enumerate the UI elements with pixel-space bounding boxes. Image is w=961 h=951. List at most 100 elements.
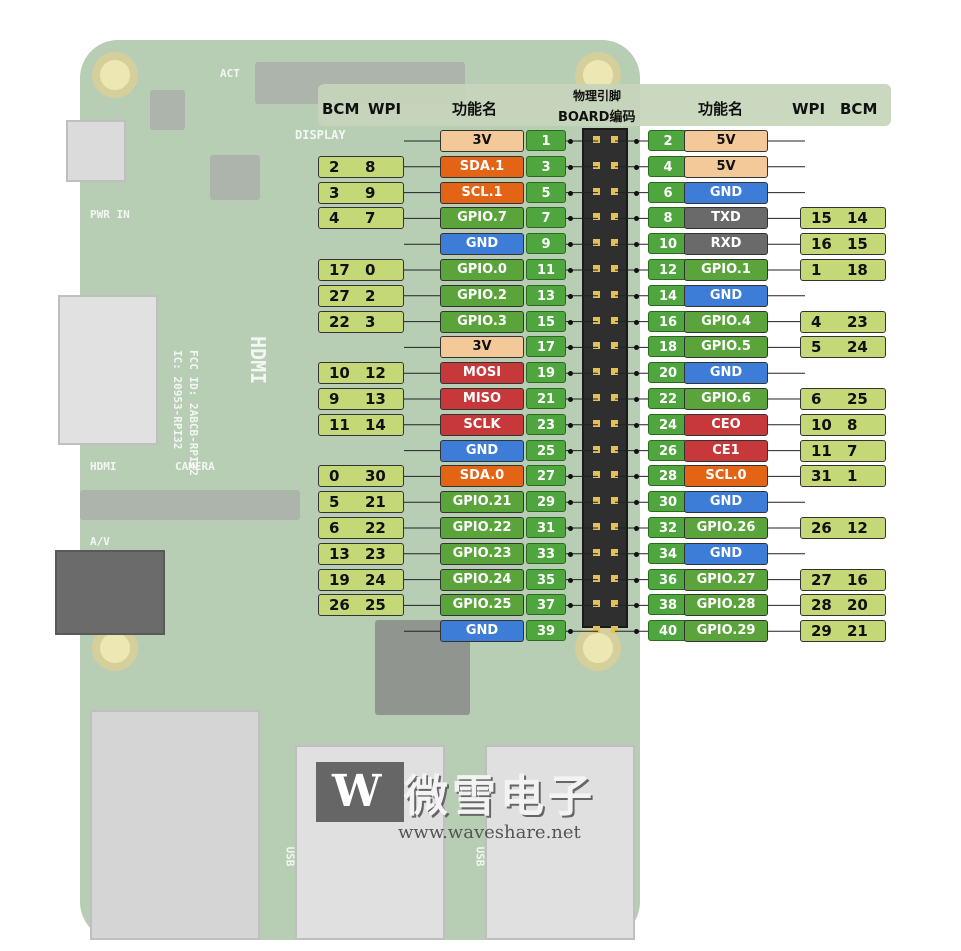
header-bcm-left: BCM <box>322 100 360 118</box>
component <box>210 155 260 200</box>
pin-30: 30 <box>648 491 688 513</box>
silk-act: ACT <box>220 67 240 80</box>
num-left-33-second: 23 <box>365 544 386 563</box>
func-left-35: GPIO.24 <box>440 568 524 591</box>
header-pin <box>611 497 618 505</box>
pin-dot <box>568 216 573 222</box>
num-right-12-second: 18 <box>847 261 868 279</box>
pin-21: 21 <box>526 388 566 409</box>
header-pin <box>593 626 600 634</box>
header-pin <box>611 239 618 247</box>
num-right-22-second: 25 <box>847 390 868 408</box>
silk-av: A/V <box>90 535 110 548</box>
pin-dot <box>568 371 573 377</box>
header-pin <box>611 523 618 530</box>
num-left-21-first: 9 <box>329 390 340 408</box>
num-right-38-first: 28 <box>811 596 832 615</box>
pin-dot <box>634 577 639 583</box>
func-left-3: SDA.1 <box>440 155 524 178</box>
pin-dot <box>634 190 639 196</box>
func-left-39: GND <box>440 620 524 643</box>
num-right-24-second: 8 <box>847 415 858 434</box>
header-bcm-right: BCM <box>840 100 878 118</box>
pin-dot <box>568 474 573 480</box>
header-func-left: 功能名 <box>452 100 498 118</box>
usb-port <box>485 745 635 940</box>
pin-dot <box>634 448 639 454</box>
column-header-bar <box>318 84 891 126</box>
gpio-header <box>582 128 628 634</box>
pin-dot <box>634 139 639 144</box>
pin-dot <box>634 422 639 428</box>
pin-dot <box>634 371 639 377</box>
pin-9: 9 <box>526 233 566 255</box>
num-left-13-second: 2 <box>365 286 376 305</box>
header-pin <box>611 290 618 298</box>
header-pin <box>611 419 618 427</box>
num-right-28-first: 31 <box>811 467 832 486</box>
pin-dot <box>634 397 639 402</box>
silk-pwr-in: PWR IN <box>90 208 130 221</box>
pin-37: 37 <box>526 594 566 616</box>
num-right-22-first: 6 <box>811 390 822 408</box>
num-right-36-first: 27 <box>811 570 832 589</box>
header-pin <box>593 523 600 530</box>
header-pin <box>593 239 600 247</box>
logo-text: 微雪电子 <box>404 771 596 822</box>
num-left-37-first: 26 <box>329 596 350 615</box>
header-pin <box>593 497 600 505</box>
pin-27: 27 <box>526 465 566 487</box>
num-right-16-first: 4 <box>811 312 822 331</box>
num-right-16: 4 23 <box>800 310 886 333</box>
num-left-33: 13 23 <box>318 542 404 565</box>
func-left-23: SCLK <box>440 413 524 436</box>
func-right-14: GND <box>684 284 768 307</box>
num-right-18-second: 24 <box>847 338 868 357</box>
micro-usb-port <box>66 120 126 182</box>
func-left-1: 3V <box>440 130 524 152</box>
silk-hdmi-logo: HDMI <box>246 336 270 385</box>
header-pin <box>611 342 618 350</box>
header-pin <box>593 316 600 324</box>
num-left-5-second: 9 <box>365 183 376 202</box>
pin-12: 12 <box>648 259 688 280</box>
num-right-16-second: 23 <box>847 312 868 331</box>
pin-25: 25 <box>526 439 566 461</box>
pin-28: 28 <box>648 465 688 487</box>
pin-dot <box>568 319 573 325</box>
pin-39: 39 <box>526 620 566 642</box>
pin-dot <box>568 603 573 609</box>
func-right-16: GPIO.4 <box>684 310 768 333</box>
pin-dot <box>568 242 573 248</box>
pin-34: 34 <box>648 542 688 564</box>
num-left-33-first: 13 <box>329 544 350 563</box>
pin-4: 4 <box>648 155 688 177</box>
pin-dot <box>568 526 573 531</box>
func-right-20: GND <box>684 362 768 385</box>
func-left-7: GPIO.7 <box>440 207 524 230</box>
waveshare-logo-mark: W <box>316 762 404 822</box>
header-pin <box>593 290 600 298</box>
num-left-19-second: 12 <box>365 364 386 383</box>
num-left-35-second: 24 <box>365 570 386 589</box>
mount-hole <box>92 52 138 98</box>
header-pin <box>611 213 618 221</box>
num-left-5-first: 3 <box>329 183 340 202</box>
pin-32: 32 <box>648 517 688 538</box>
header-pin <box>593 368 600 376</box>
num-right-8-first: 15 <box>811 209 832 228</box>
func-left-9: GND <box>440 233 524 256</box>
pin-1: 1 <box>526 130 566 151</box>
